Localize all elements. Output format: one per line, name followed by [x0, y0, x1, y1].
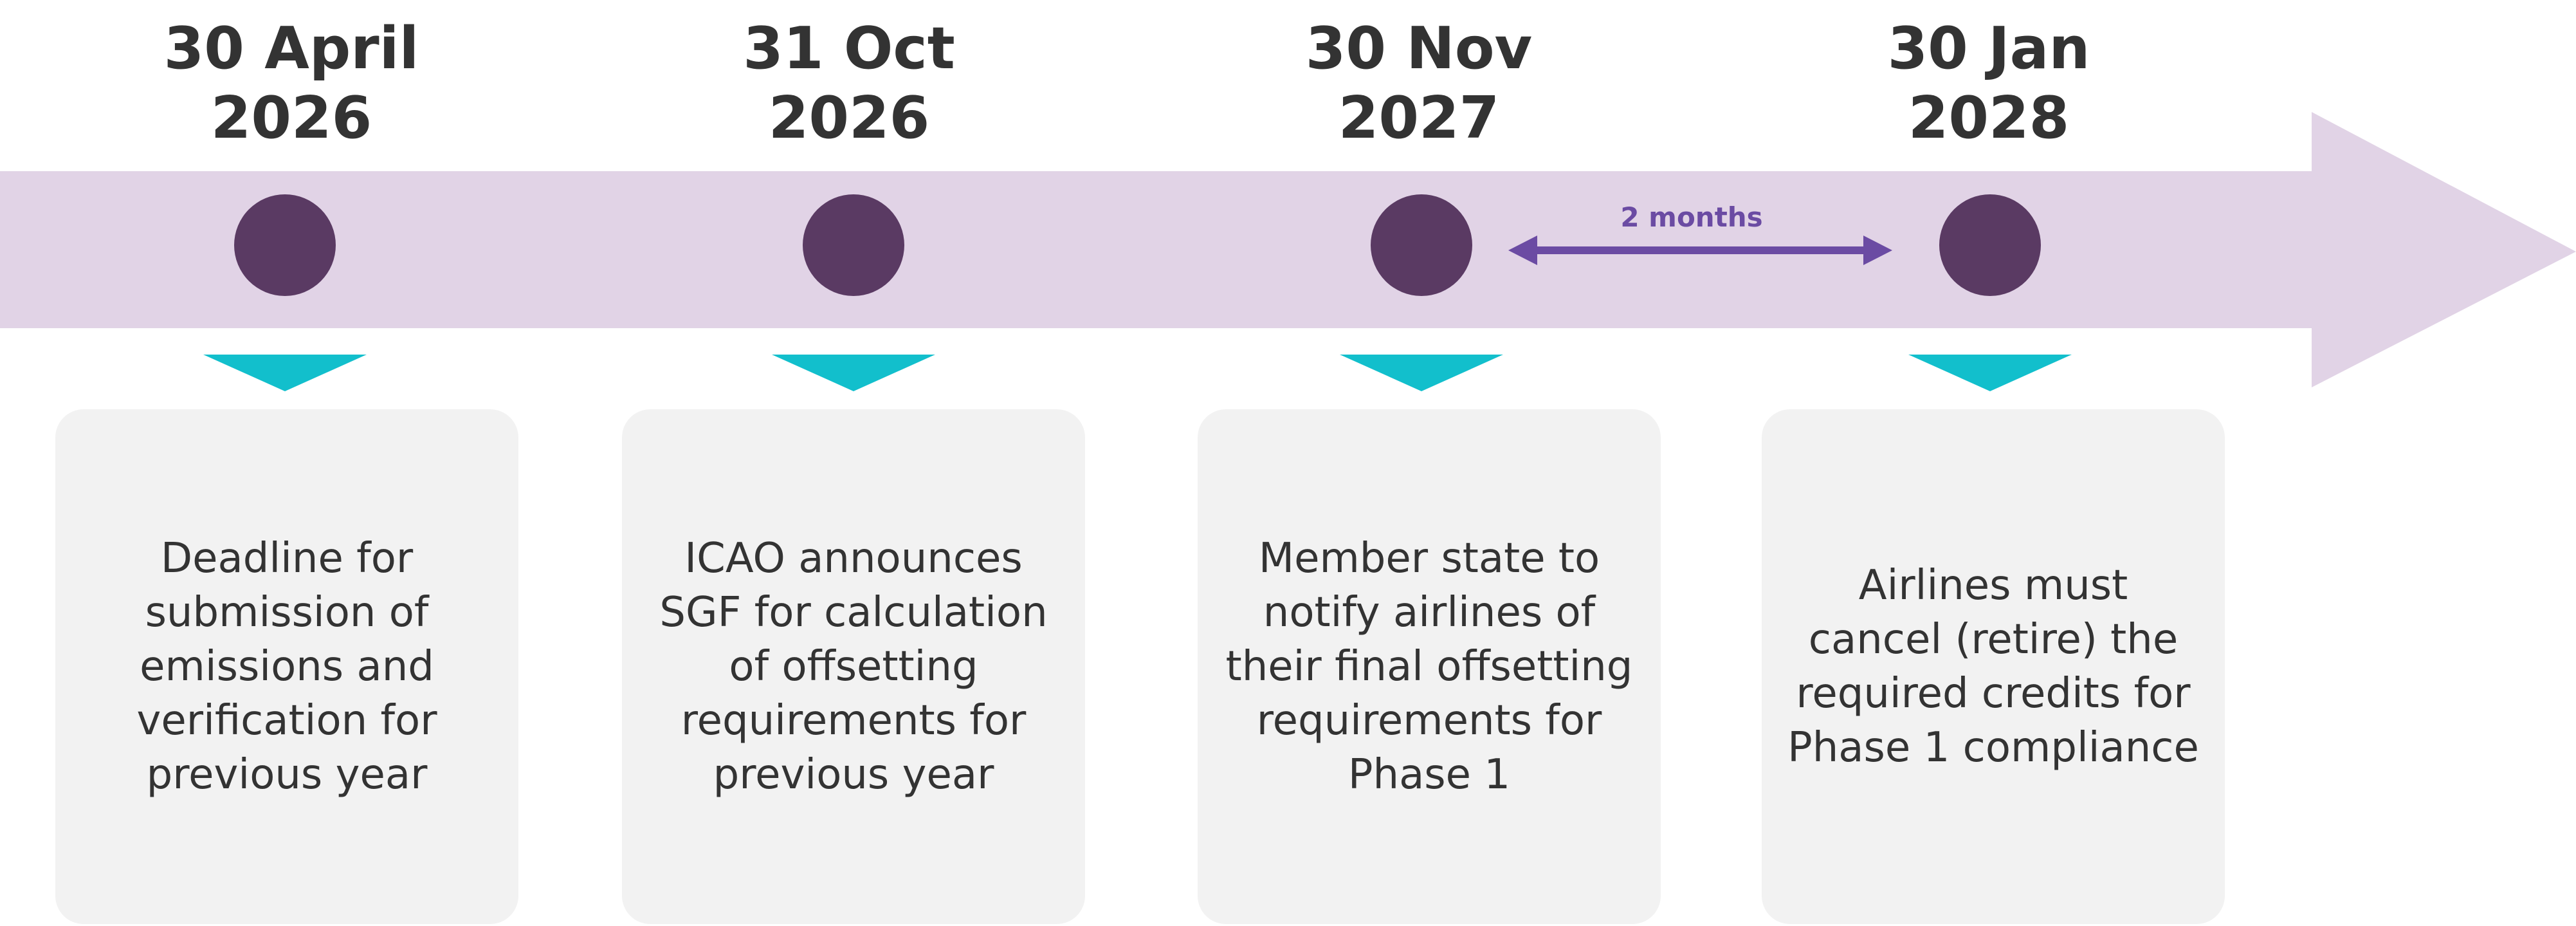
milestone-card: Member state to notify airlines of their…: [1198, 409, 1661, 924]
timeline-arrow-band: [0, 112, 2576, 387]
interval-arrowhead-left: [1508, 236, 1537, 265]
interval-label: 2 months: [1620, 201, 1763, 233]
milestone-description: ICAO announces SGF for calculation of of…: [659, 535, 1048, 799]
milestone-date-line2: 2026: [768, 84, 930, 152]
milestone-pointer: [772, 355, 935, 391]
milestone-date-line2: 2027: [1338, 84, 1500, 152]
milestone-card: ICAO announces SGF for calculation of of…: [622, 409, 1085, 924]
milestone-card: Airlines must cancel (retire) the requir…: [1762, 409, 2225, 924]
interval-arrowhead-right: [1863, 236, 1892, 265]
milestone-dot: [1939, 194, 2041, 296]
milestone-date-line2: 2028: [1908, 84, 2070, 152]
milestone-dot: [1371, 194, 1472, 296]
milestone-date-line1: 30 April: [163, 15, 419, 82]
milestone-pointer: [1908, 355, 2072, 391]
milestone-pointer: [203, 355, 367, 391]
milestone-date-line1: 31 Oct: [743, 15, 955, 82]
milestone-dot: [234, 194, 336, 296]
milestone-date-line1: 30 Jan: [1887, 15, 2090, 82]
milestone-date-line1: 30 Nov: [1305, 15, 1533, 82]
milestone-dot: [803, 194, 904, 296]
milestone-card: Deadline for submission of emissions and…: [55, 409, 518, 924]
milestone-date-line2: 2026: [210, 84, 372, 152]
milestone-date: 30 April 2026: [86, 14, 497, 153]
milestone-description: Airlines must cancel (retire) the requir…: [1787, 562, 2199, 772]
milestone-date: 30 Jan 2028: [1783, 14, 2195, 153]
milestone-date: 31 Oct 2026: [643, 14, 1055, 153]
milestone-date: 30 Nov 2027: [1213, 14, 1625, 153]
milestone-description: Deadline for submission of emissions and…: [136, 535, 437, 799]
milestone-description: Member state to notify airlines of their…: [1225, 535, 1633, 799]
milestone-pointer: [1340, 355, 1503, 391]
